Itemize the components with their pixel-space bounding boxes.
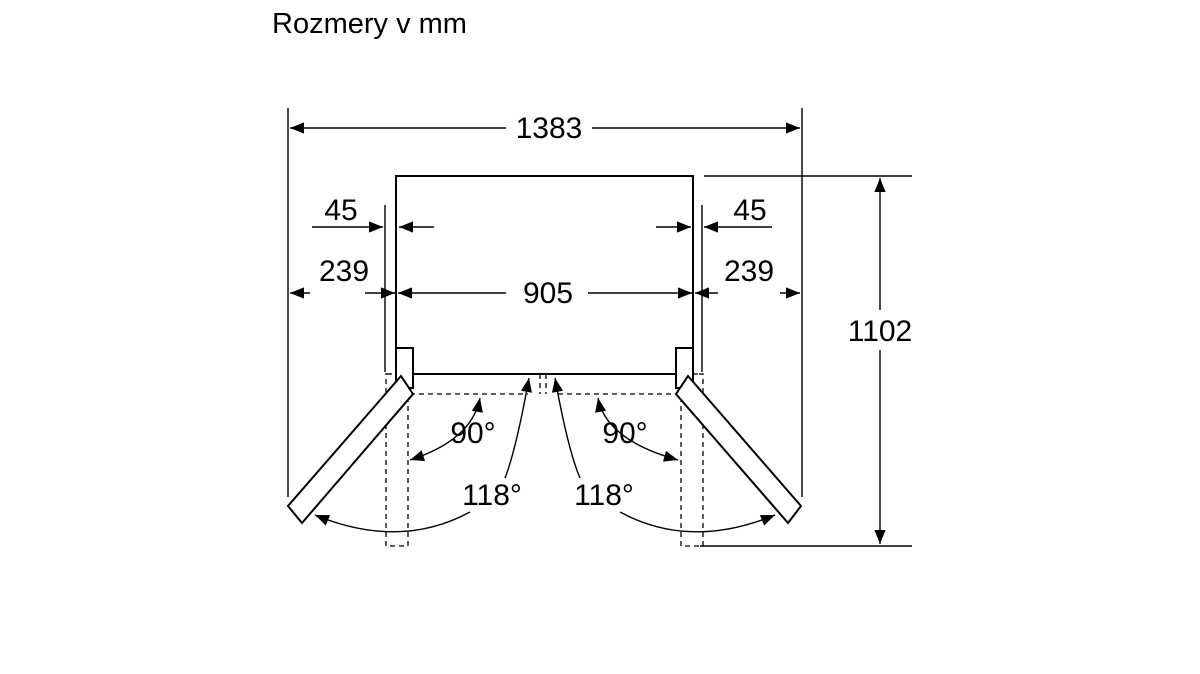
cabinet-width-label: 905 — [523, 277, 573, 310]
right-clearance-label: 45 — [733, 194, 766, 227]
right-inner-angle-label: 90° — [602, 417, 647, 450]
door-swing-outlines — [385, 373, 704, 547]
left-swing-dimension: 239 — [290, 255, 395, 299]
diagram-title: Rozmery v mm — [272, 8, 467, 40]
cabinet-width-dimension: 905 — [398, 277, 692, 310]
depth-dimension: 1102 — [848, 178, 913, 544]
left-door — [286, 374, 415, 525]
right-swing-dimension: 239 — [695, 255, 800, 299]
right-outer-angle-label: 118° — [574, 479, 634, 512]
overall-width-label: 1383 — [516, 112, 583, 145]
left-inner-angle-label: 90° — [450, 417, 495, 450]
left-outer-angle-label: 118° — [462, 479, 522, 512]
overall-width-dimension: 1383 — [290, 112, 800, 145]
left-clearance-dimension: 45 — [312, 194, 434, 233]
extension-lines — [287, 108, 912, 547]
angle-arcs — [315, 378, 775, 533]
left-clearance-label: 45 — [324, 194, 357, 227]
right-door — [674, 374, 803, 525]
cabinet-body — [395, 175, 694, 375]
depth-label: 1102 — [848, 315, 913, 348]
left-swing-label: 239 — [319, 255, 369, 288]
right-clearance-dimension: 45 — [656, 194, 772, 233]
right-swing-label: 239 — [724, 255, 774, 288]
